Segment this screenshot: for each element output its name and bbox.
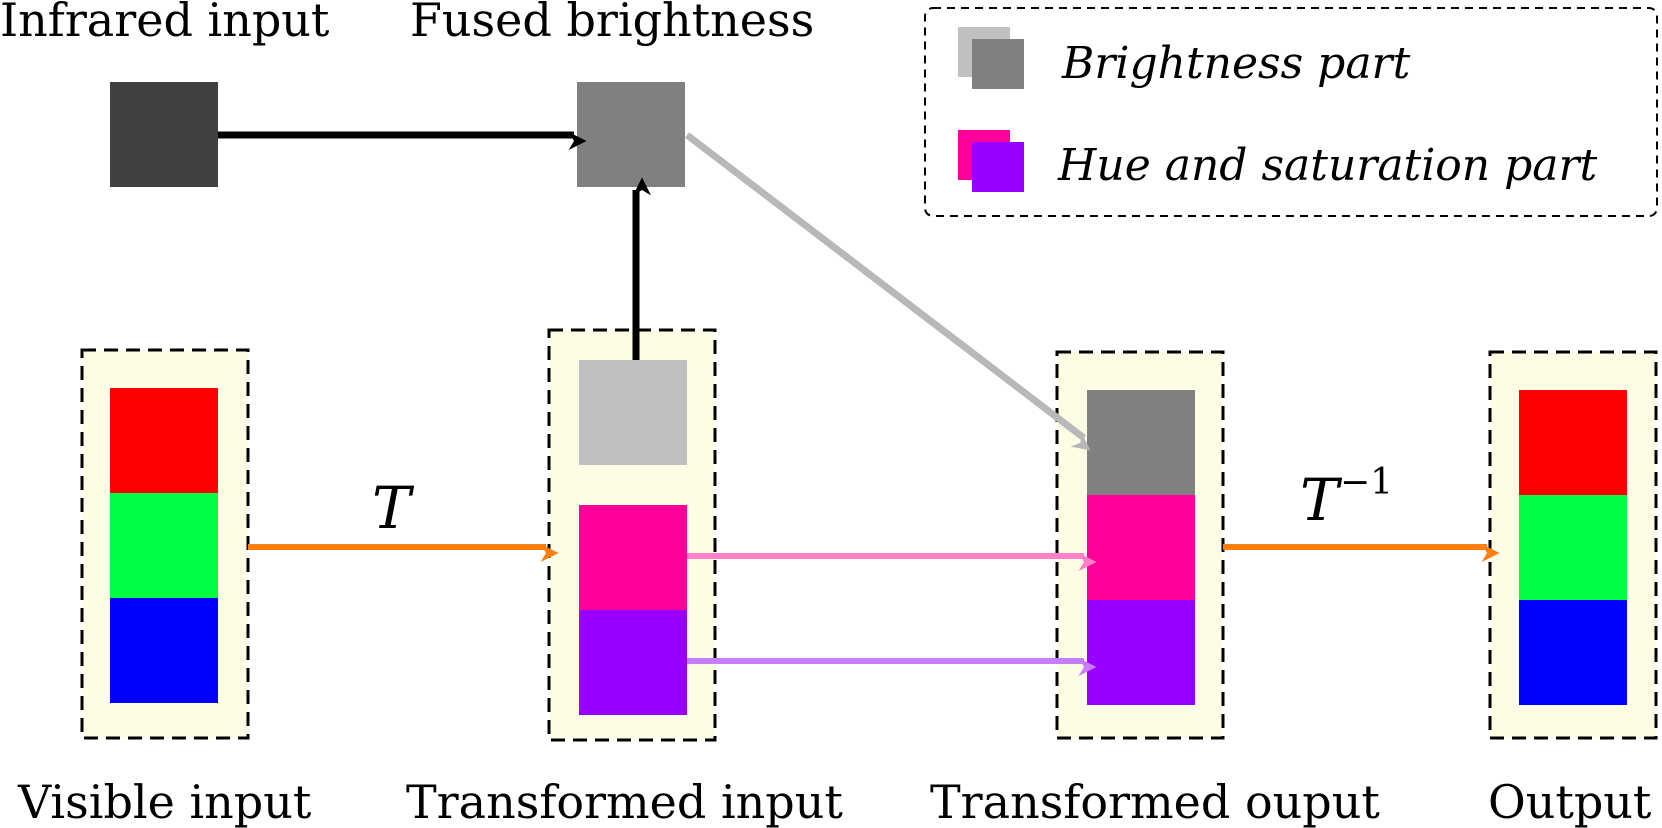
fused-brightness-label: Fused brightness [410,0,814,47]
forward-transform-label: T [372,474,415,542]
hue-saturation-legend-swatch [958,130,1024,192]
inverse-transform-label-exponent: −1 [1340,462,1393,503]
transformed-output-saturation [1087,600,1195,705]
output-red-channel [1519,390,1627,495]
output-green-channel [1519,495,1627,600]
transformed-output-brightness [1087,390,1195,495]
visible-green-channel [110,493,218,598]
output-blue-channel [1519,600,1627,705]
inverse-transform-label-base: T [1300,466,1343,534]
transformed-input-brightness [579,360,687,465]
fused-brightness-block [577,82,685,187]
brightness-legend-swatch [958,27,1024,89]
output-label: Output [1488,775,1652,828]
visible-blue-channel [110,598,218,703]
transformed-input-label: Transformed input [406,775,843,828]
hue-saturation-legend-label: Hue and saturation part [1057,140,1598,191]
infrared-input-label: Infrared input [0,0,330,47]
transformed-input-hue [579,505,687,610]
transformed-output-hue [1087,495,1195,600]
visible-red-channel [110,388,218,493]
transformed-output-label: Transformed ouput [930,775,1380,828]
legend-box [924,7,1658,217]
brightness-legend-label: Brightness part [1061,38,1411,89]
fused-brightness-to-output-arrow [684,132,1091,451]
visible-input-label: Visible input [17,775,312,828]
transformed-input-saturation [579,610,687,715]
infrared-input-block [110,82,218,187]
